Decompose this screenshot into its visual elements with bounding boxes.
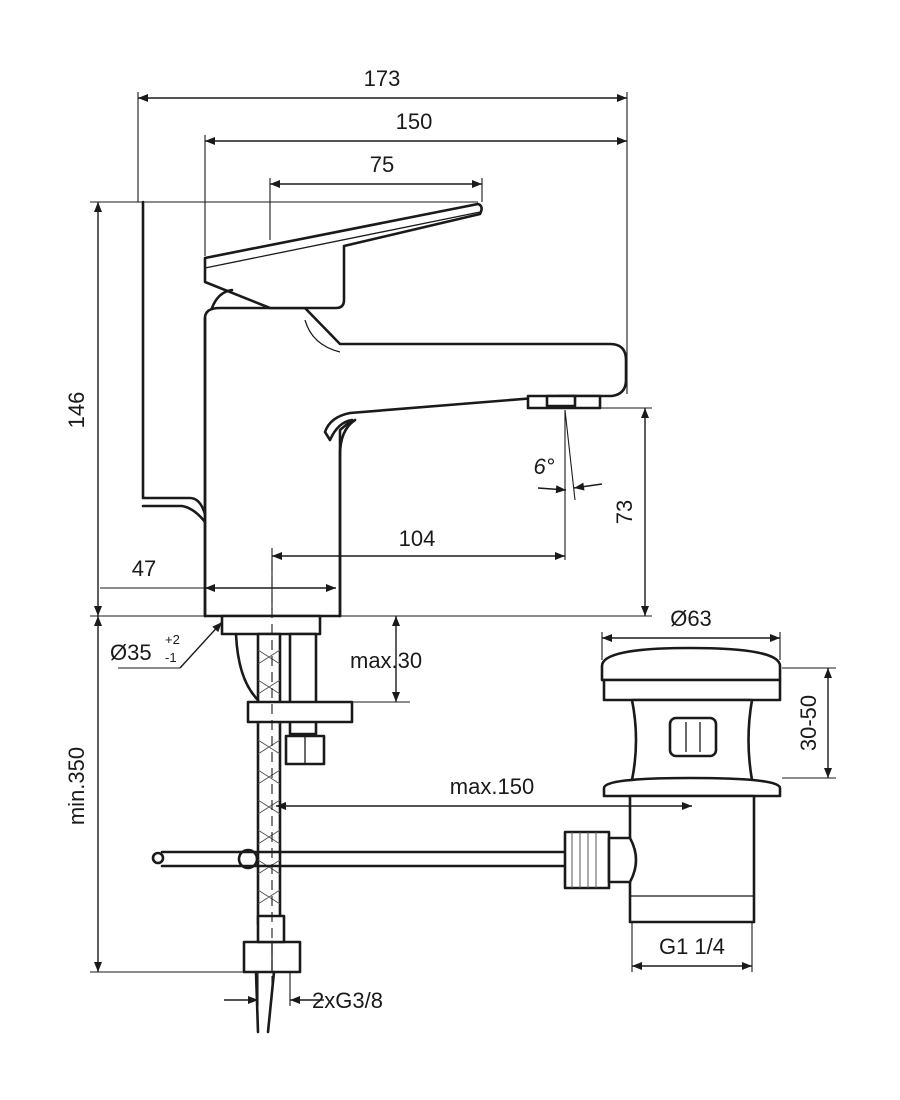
- dim-hole-tol-minus: -1: [165, 650, 177, 665]
- dim-waste-thread: G1 1/4: [659, 934, 725, 959]
- dim-hole-diameter: Ø35: [110, 640, 152, 665]
- dimension-lines: [90, 92, 836, 1006]
- dim-rod-length: max.150: [450, 774, 534, 799]
- dim-overall-width: 173: [364, 66, 401, 91]
- supply-hoses: [234, 632, 354, 1034]
- pop-up-rod: [151, 848, 567, 870]
- dim-spout-reach: 104: [399, 526, 436, 551]
- dim-height: 146: [64, 392, 89, 429]
- faucet-outline: [141, 200, 628, 636]
- dim-spout-angle: 6°: [533, 454, 554, 479]
- dim-hose-connection: 2xG3/8: [312, 988, 383, 1013]
- dim-body-width: 150: [396, 109, 433, 134]
- dim-base-offset: 47: [132, 556, 156, 581]
- dim-waste-height: 30-50: [796, 695, 821, 751]
- dim-hole-tol-plus: +2: [165, 632, 180, 647]
- dim-spout-height: 73: [612, 500, 637, 524]
- waste-fitting: [563, 646, 782, 924]
- dim-lever-width: 75: [370, 152, 394, 177]
- dim-deck-thickness: max.30: [350, 648, 422, 673]
- dim-waste-diameter: Ø63: [670, 606, 712, 631]
- dimension-labels: 173 150 75 146 104 73 6° 47 Ø35 +2 -1 ma…: [64, 66, 821, 1013]
- dim-hose-length: min.350: [64, 747, 89, 825]
